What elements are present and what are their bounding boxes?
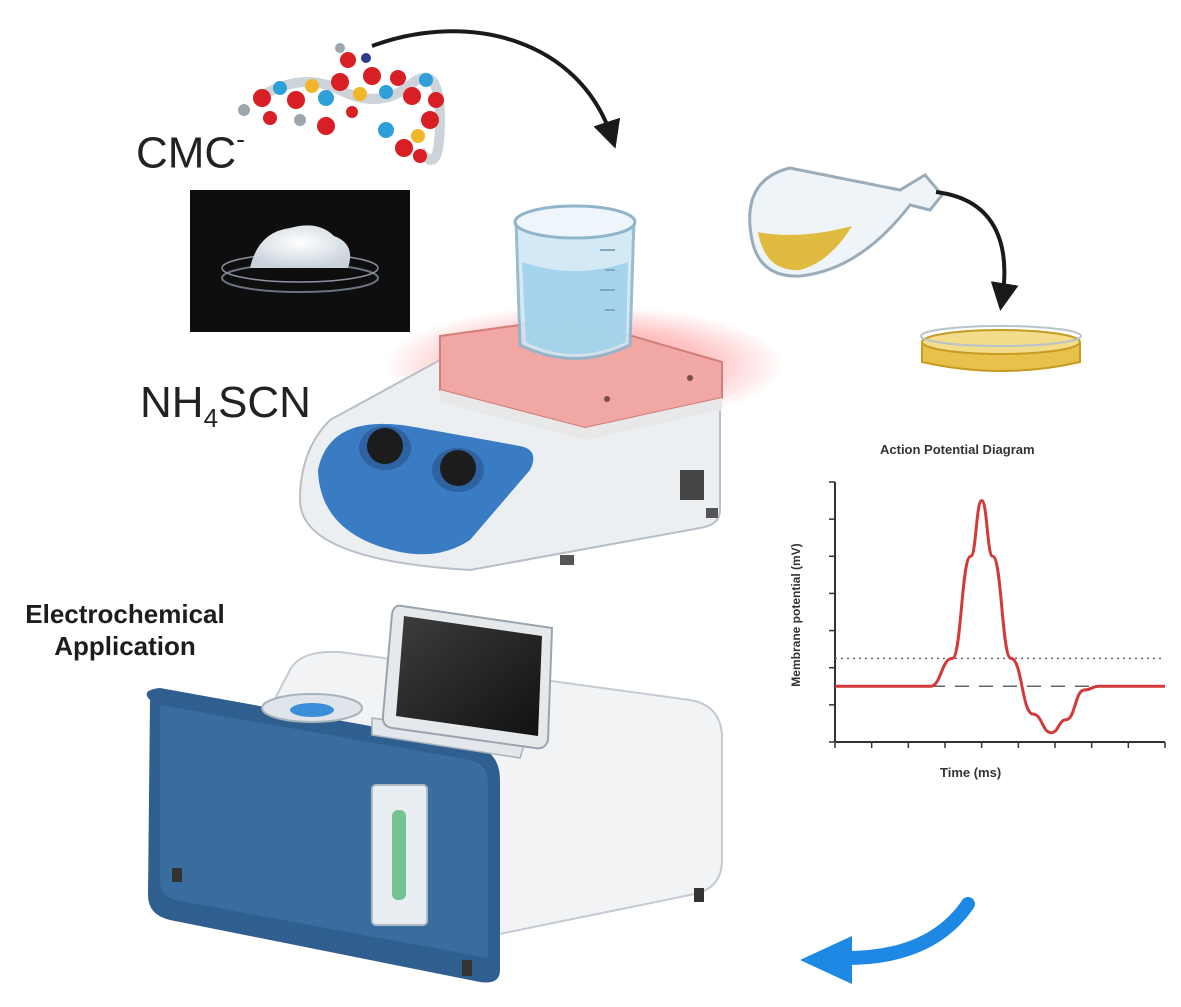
pouring-flask-illustration: [748, 166, 944, 278]
electrochemical-instrument-illustration: [146, 604, 723, 983]
petri-dish-illustration: [920, 325, 1082, 372]
chart-x-axis-label: Time (ms): [940, 765, 1002, 780]
application-label-line2: Application: [54, 631, 196, 661]
chart-title: Action Potential Diagram: [880, 442, 1035, 457]
return-arrow-blue: [800, 897, 975, 984]
nh4scn-powder-photo: [190, 190, 410, 332]
hotplate-stirrer-illustration: [298, 305, 785, 572]
beaker-illustration: [513, 204, 637, 360]
nh4scn-label: NH4SCN: [140, 378, 311, 433]
axis-ticks: [829, 481, 1166, 748]
application-label-line1: Electrochemical: [25, 599, 225, 629]
arrow-to-beaker: [371, 29, 621, 149]
action-potential-chart: [829, 481, 1166, 748]
action-potential-trace: [834, 499, 1165, 735]
cmc-label: CMC-: [136, 124, 245, 178]
chart-y-axis-label: Membrane potential (mV): [789, 543, 803, 687]
arrow-to-dish: [935, 190, 1019, 312]
cmc-molecule-illustration: [238, 43, 446, 165]
electrochemical-application-label: Electrochemical Application: [0, 598, 250, 662]
